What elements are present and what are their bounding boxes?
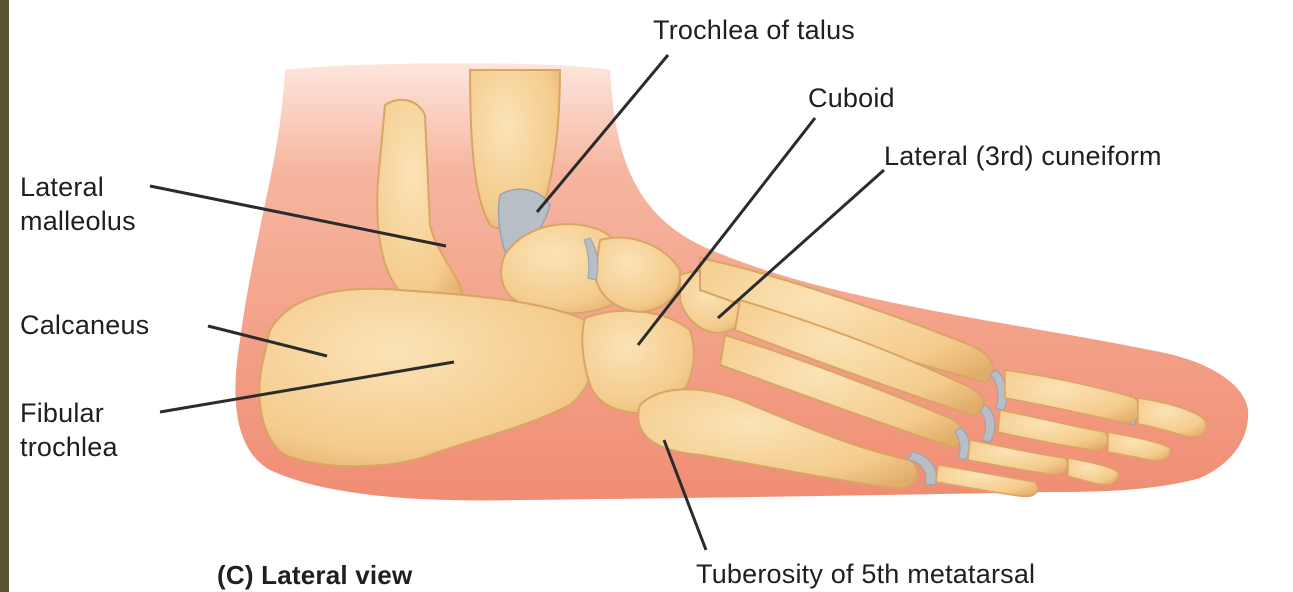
label-calcaneus: Calcaneus (20, 309, 149, 341)
label-trochlea-of-talus: Trochlea of talus (653, 14, 855, 46)
label-lateral-malleolus-line1: Lateral (20, 171, 104, 203)
label-lateral-cuneiform: Lateral (3rd) cuneiform (884, 140, 1162, 172)
label-lateral-malleolus-line2: malleolus (20, 205, 136, 237)
label-cuboid: Cuboid (808, 82, 895, 114)
figure-caption: (C) Lateral view (217, 559, 412, 591)
label-fibular-trochlea-line1: Fibular (20, 397, 104, 429)
label-fibular-trochlea-line2: trochlea (20, 431, 118, 463)
label-tuberosity-5th-metatarsal: Tuberosity of 5th metatarsal (696, 558, 1035, 590)
